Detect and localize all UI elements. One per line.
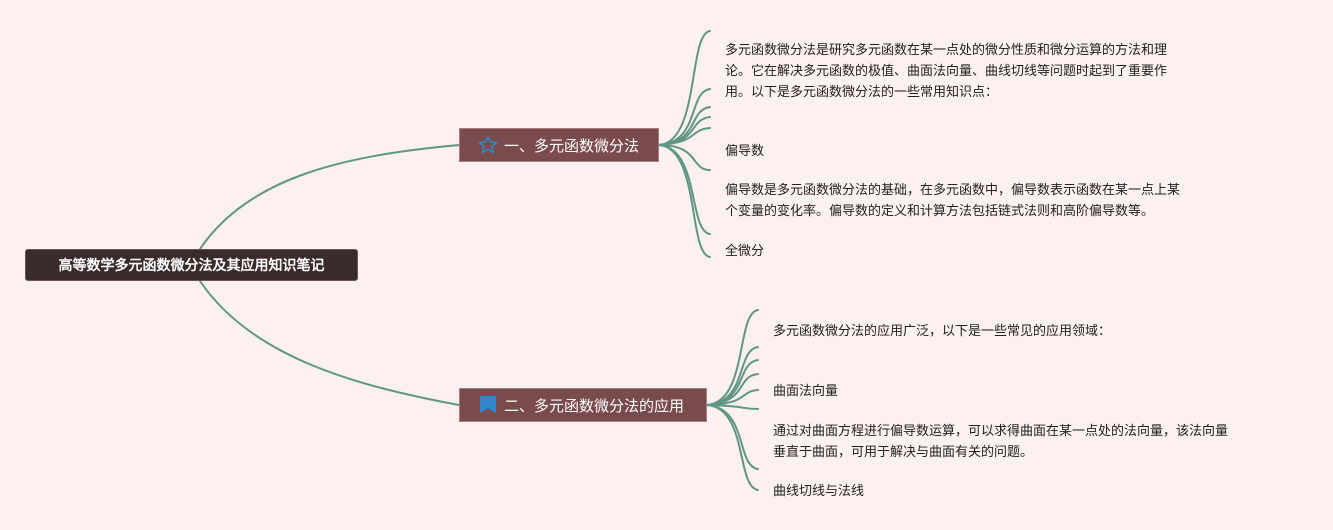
star-icon xyxy=(478,135,498,155)
text-line: 偏导数是多元函数微分法的基础，在多元函数中，偏导数表示函数在某一点上某 xyxy=(725,183,1181,198)
leaf-surface-normal[interactable]: 曲面法向量 xyxy=(773,381,838,402)
leaf-partial-derivative-desc[interactable]: 偏导数是多元函数微分法的基础，在多元函数中，偏导数表示函数在某一点上某 个变量的… xyxy=(725,180,1180,222)
text-line: 论。它在解决多元函数的极值、曲面法向量、曲线切线等问题时起到了重要作 xyxy=(725,64,1168,79)
leaf-partial-derivative[interactable]: 偏导数 xyxy=(725,141,764,162)
connector-b1-4 xyxy=(658,127,711,146)
branch-topic-1[interactable]: 一、多元函数微分法 xyxy=(459,128,659,162)
leaf-total-differential[interactable]: 全微分 xyxy=(725,241,764,262)
text-line: 多元函数微分法是研究多元函数在某一点处的微分性质和微分运算的方法和理 xyxy=(725,43,1168,58)
connector-root-branch-2 xyxy=(199,280,460,406)
branch-topic-2[interactable]: 二、多元函数微分法的应用 xyxy=(459,388,707,422)
root-topic[interactable]: 高等数学多元函数微分法及其应用知识笔记 xyxy=(25,249,358,281)
connector-b1-0 xyxy=(658,30,711,146)
leaf-surface-normal-desc[interactable]: 通过对曲面方程进行偏导数运算，可以求得曲面在某一点处的法向量，该法向量 垂直于曲… xyxy=(773,421,1228,463)
text-line: 个变量的变化率。偏导数的定义和计算方法包括链式法则和高阶偏导数等。 xyxy=(725,204,1155,219)
leaf-curve-tangent-normal[interactable]: 曲线切线与法线 xyxy=(773,481,864,502)
text-line: 通过对曲面方程进行偏导数运算，可以求得曲面在某一点处的法向量，该法向量 xyxy=(773,424,1229,439)
branch-topic-1-label: 一、多元函数微分法 xyxy=(504,136,640,155)
connector-b2-6 xyxy=(706,404,759,470)
connector-b2-5 xyxy=(706,404,759,410)
connector-b1-5 xyxy=(658,144,711,171)
leaf-intro-text[interactable]: 多元函数微分法是研究多元函数在某一点处的微分性质和微分运算的方法和理 论。它在解… xyxy=(725,40,1167,103)
text-line: 多元函数微分法的应用广泛，以下是一些常见的应用领域： xyxy=(773,324,1112,339)
branch-topic-2-label: 二、多元函数微分法的应用 xyxy=(504,396,685,415)
text-line: 全微分 xyxy=(725,244,765,259)
connector-b2-0 xyxy=(706,309,759,406)
text-line: 用。以下是多元函数微分法的一些常用知识点： xyxy=(725,85,999,100)
connector-root-branch-1 xyxy=(199,144,460,250)
text-line: 曲线切线与法线 xyxy=(773,484,865,499)
connector-b2-7 xyxy=(706,404,759,491)
text-line: 曲面法向量 xyxy=(773,384,839,399)
text-line: 垂直于曲面，可用于解决与曲面有关的问题。 xyxy=(773,445,1034,460)
connector-b1-7 xyxy=(658,144,711,258)
text-line: 偏导数 xyxy=(725,144,765,159)
flag-icon xyxy=(478,395,498,415)
leaf-applications-intro[interactable]: 多元函数微分法的应用广泛，以下是一些常见的应用领域： xyxy=(773,321,1111,342)
connector-b1-6 xyxy=(658,144,711,235)
